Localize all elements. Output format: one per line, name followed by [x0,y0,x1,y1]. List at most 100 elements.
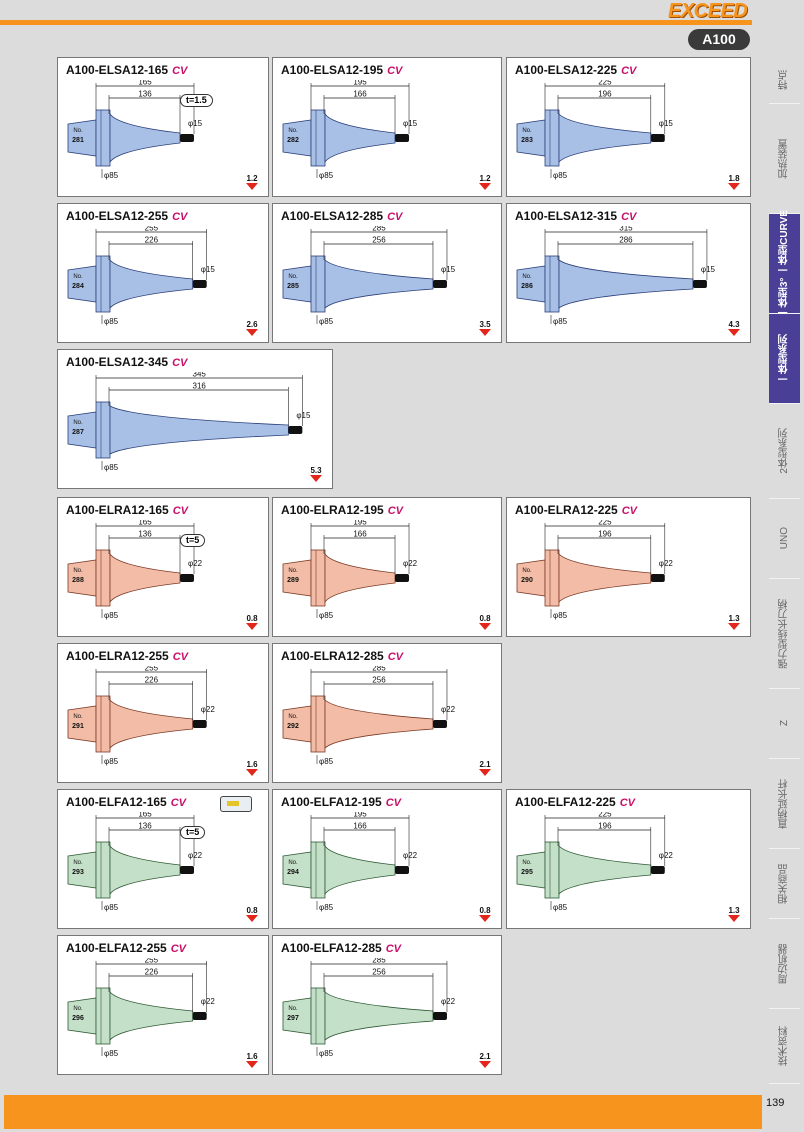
curved-body-shape [109,990,194,1042]
flange-diameter-label: φ85 [104,903,119,912]
item-number-label: No. [73,714,83,720]
curved-body-shape [324,552,396,604]
cv-mark-icon: CV [172,357,188,369]
sidebar-tab-8[interactable]: 直柄延长杆 [769,759,800,849]
sidebar-tab-5[interactable]: UNO [769,499,800,579]
product-code: A100-ELSA12-195 [281,63,384,77]
product-code: A100-ELRA12-195 [281,503,384,517]
tool-shank-tip [432,720,447,728]
sidebar-tab-6[interactable]: 强力型线长刀柄 [769,579,800,689]
item-number-label: No. [73,860,83,866]
sidebar-tab-10[interactable]: 周边机器 [769,919,800,1009]
tool-shank-tip [395,574,410,582]
body-length-label: 226 [145,236,159,245]
weight-badge: 0.8 [477,614,493,630]
flange-diameter-label: φ85 [104,611,119,620]
wall-thickness-tag: t=1.5 [180,94,213,107]
item-number-label: No. [522,274,532,280]
tip-diameter-label: φ15 [188,119,203,128]
body-length-label: 196 [598,822,612,831]
weight-value: 0.8 [246,614,258,623]
item-number: 292 [287,723,299,730]
total-length-label: 195 [353,80,367,87]
tool-shank-tip [192,720,207,728]
weight-value: 4.3 [728,320,740,329]
total-length-label: 285 [372,666,386,673]
product-code: A100-ELSA12-285 [281,209,384,223]
sidebar-tab-label: 一体型系列 [779,333,790,384]
weight-badge: 1.2 [244,174,260,190]
item-number: 293 [72,869,84,876]
item-number: 290 [521,577,533,584]
item-number-label: No. [522,128,532,134]
tool-shank-tip [180,134,194,142]
sidebar-tab-7[interactable]: Z [769,689,800,759]
body-length-label: 286 [619,236,633,245]
flange-diameter-label: φ85 [104,317,119,326]
sidebar-tab-9[interactable]: 相关商品 [769,849,800,919]
sidebar-tab-label: 技术资料 [779,1026,790,1066]
item-number: 297 [287,1015,299,1022]
total-length-label: 315 [619,226,633,233]
product-code: A100-ELSA12-345 [66,355,169,369]
cv-mark-icon: CV [172,505,188,517]
total-length-label: 195 [353,520,367,527]
body-length-label: 196 [598,530,612,539]
item-number: 295 [521,869,533,876]
flange-shape [310,109,326,167]
curved-body-shape [324,259,434,309]
down-arrow-icon [479,329,491,336]
curved-body-shape [109,405,289,455]
body-length-label: 136 [138,530,152,539]
down-arrow-icon [728,329,740,336]
body-length-label: 226 [145,676,159,685]
sidebar-tab-4[interactable]: 2体型系列 [769,404,800,499]
flange-diameter-label: φ85 [319,171,334,180]
item-number: 288 [72,577,84,584]
total-length-label: 165 [138,520,152,527]
item-number: 291 [72,723,84,730]
weight-value: 1.8 [728,174,740,183]
sidebar-tab-1[interactable]: 加热装置 [769,104,800,214]
weight-value: 5.3 [310,466,322,475]
tip-diameter-label: φ15 [441,265,456,274]
flange-shape [95,549,111,607]
flange-shape [95,987,111,1045]
flange-shape [95,695,111,753]
sidebar-tab-3[interactable]: 一体型系列 [769,314,800,404]
cv-mark-icon: CV [172,651,188,663]
curved-body-shape [109,112,181,164]
weight-badge: 2.1 [477,760,493,776]
page-number: 139 [766,1097,785,1109]
curved-body-shape [324,112,396,164]
item-number-label: No. [73,568,83,574]
weight-badge: 1.3 [726,906,742,922]
weight-value: 2.1 [479,1052,491,1061]
curved-body-shape [558,552,652,604]
sidebar-tab-2[interactable]: 一体型3° 一体型CURVE [769,210,800,317]
tip-diameter-label: φ22 [201,997,216,1006]
flange-diameter-label: φ85 [319,903,334,912]
cv-mark-icon: CV [621,211,637,223]
tip-diameter-label: φ22 [659,851,674,860]
flange-shape [310,255,326,313]
sidebar-tab-11[interactable]: 技术资料 [769,1009,800,1084]
body-length-label: 256 [372,236,386,245]
down-arrow-icon [246,769,258,776]
wall-thickness-tag: t=5 [180,826,206,839]
weight-value: 2.1 [479,760,491,769]
down-arrow-icon [479,183,491,190]
sidebar-tab-0[interactable]: 特点 [769,56,800,104]
